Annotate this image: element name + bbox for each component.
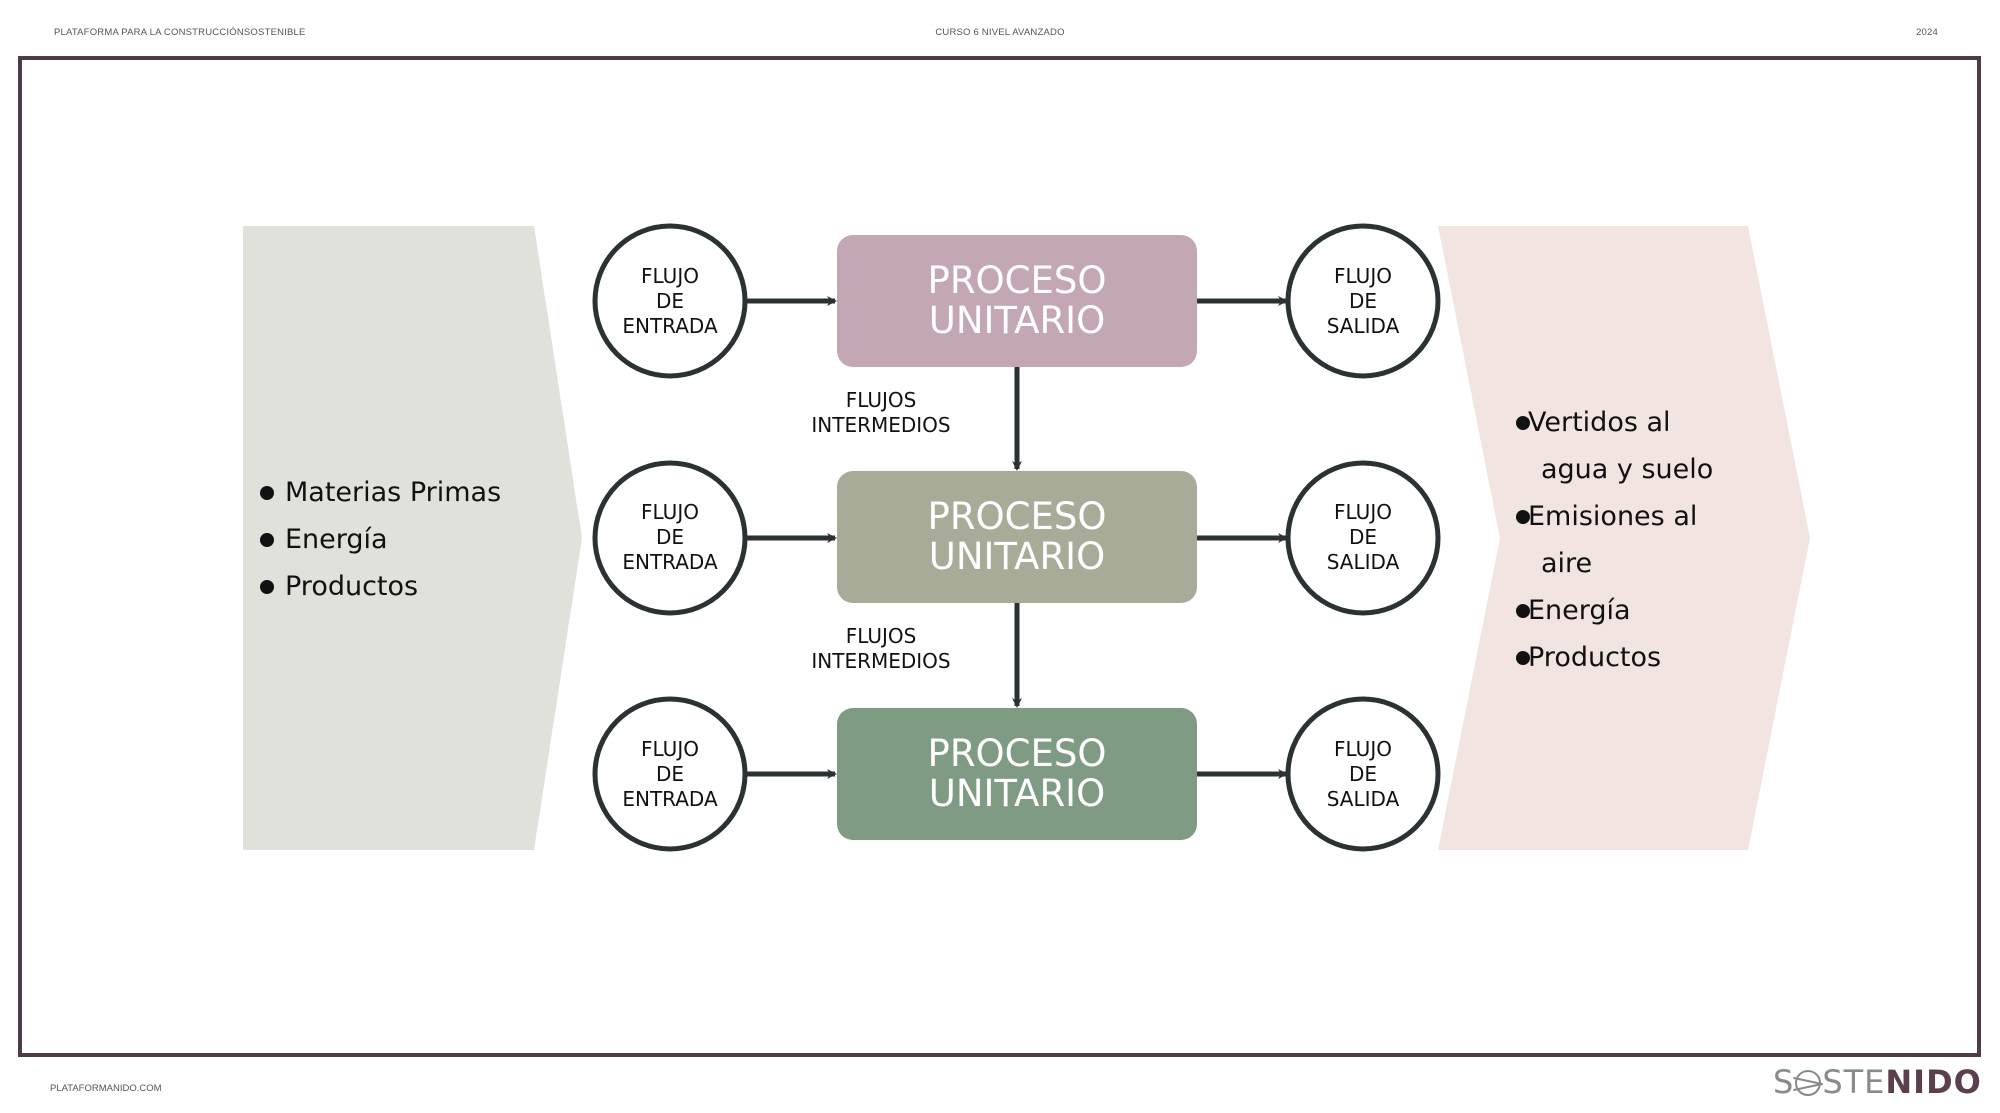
input-flow-label-line: ENTRADA — [622, 550, 718, 574]
input-flow-circle-3 — [592, 696, 748, 852]
inputs-list-item: Energía — [260, 516, 501, 563]
inputs-list-item: Productos — [260, 563, 501, 610]
logo-text-end: NIDO — [1885, 1063, 1982, 1101]
logo-text-start: S — [1773, 1063, 1795, 1101]
input-flow-label-2: FLUJO DE ENTRADA — [595, 500, 745, 575]
header-year: 2024 — [1916, 27, 1938, 38]
input-flow-label-line: ENTRADA — [622, 314, 718, 338]
inputs-list: Materias Primas Energía Productos — [260, 469, 501, 610]
process-label-line: PROCESO — [927, 259, 1107, 302]
intermediate-flow-label-line: FLUJOS — [845, 624, 917, 648]
output-flow-label-2: FLUJO DE SALIDA — [1288, 500, 1438, 575]
output-flow-circle-1 — [1285, 223, 1441, 379]
input-flow-label-line: DE — [655, 525, 685, 549]
intermediate-flow-label-line: INTERMEDIOS — [811, 413, 951, 437]
input-flow-label-line: DE — [655, 762, 685, 786]
process-label-3: PROCESO UNITARIO — [837, 734, 1197, 814]
process-label-2: PROCESO UNITARIO — [837, 497, 1197, 577]
output-flow-label-line: FLUJO — [1334, 737, 1392, 761]
sostenido-logo: S STENIDO — [1773, 1064, 1982, 1100]
outputs-list-item: Energía — [1516, 587, 1746, 634]
input-flow-circle-2 — [592, 460, 748, 616]
slide-frame — [18, 56, 1981, 1057]
outputs-panel — [1438, 226, 1810, 850]
logo-text-middle: STE — [1822, 1063, 1886, 1101]
intermediate-flow-label-2: FLUJOS INTERMEDIOS — [771, 624, 991, 674]
process-label-line: PROCESO — [927, 732, 1107, 775]
output-flow-circle-3 — [1285, 696, 1441, 852]
header-platform-title: PLATAFORMA PARA LA CONSTRUCCIÓNSOSTENIBL… — [54, 27, 306, 38]
output-flow-label-line: FLUJO — [1334, 264, 1392, 288]
process-box-1 — [837, 235, 1197, 367]
process-label-line: UNITARIO — [928, 299, 1106, 342]
output-flow-label-line: DE — [1348, 289, 1378, 313]
output-flow-circle-2 — [1285, 460, 1441, 616]
outputs-list-item: Vertidos al agua y suelo — [1516, 399, 1746, 493]
footer-website-link[interactable]: PLATAFORMANIDO.COM — [50, 1083, 162, 1094]
input-flow-label-line: FLUJO — [641, 737, 699, 761]
input-flow-label-line: ENTRADA — [622, 787, 718, 811]
outputs-list-item: Emisiones al aire — [1516, 493, 1746, 587]
process-label-line: UNITARIO — [928, 772, 1106, 815]
intermediate-flow-label-line: INTERMEDIOS — [811, 649, 951, 673]
inputs-list-item: Materias Primas — [260, 469, 501, 516]
process-box-2 — [837, 471, 1197, 603]
output-flow-label-line: SALIDA — [1326, 550, 1400, 574]
output-flow-label-line: DE — [1348, 525, 1378, 549]
inputs-panel — [243, 226, 582, 850]
output-flow-label-1: FLUJO DE SALIDA — [1288, 264, 1438, 339]
output-flow-label-line: DE — [1348, 762, 1378, 786]
process-label-1: PROCESO UNITARIO — [837, 261, 1197, 341]
input-flow-label-1: FLUJO DE ENTRADA — [595, 264, 745, 339]
process-label-line: PROCESO — [927, 495, 1107, 538]
input-flow-label-line: FLUJO — [641, 264, 699, 288]
input-flow-label-3: FLUJO DE ENTRADA — [595, 737, 745, 812]
output-flow-label-line: FLUJO — [1334, 500, 1392, 524]
header-course-title: CURSO 6 NIVEL AVANZADO — [935, 27, 1065, 38]
input-flow-label-line: FLUJO — [641, 500, 699, 524]
nest-icon — [1795, 1070, 1822, 1096]
output-flow-label-3: FLUJO DE SALIDA — [1288, 737, 1438, 812]
input-flow-circle-1 — [592, 223, 748, 379]
process-label-line: UNITARIO — [928, 535, 1106, 578]
input-flow-label-line: DE — [655, 289, 685, 313]
outputs-list: Vertidos al agua y suelo Emisiones al ai… — [1516, 399, 1746, 681]
output-flow-label-line: SALIDA — [1326, 787, 1400, 811]
outputs-list-item: Productos — [1516, 634, 1746, 681]
intermediate-flow-label-line: FLUJOS — [845, 388, 917, 412]
intermediate-flow-label-1: FLUJOS INTERMEDIOS — [771, 388, 991, 438]
output-flow-label-line: SALIDA — [1326, 314, 1400, 338]
process-box-3 — [837, 708, 1197, 840]
